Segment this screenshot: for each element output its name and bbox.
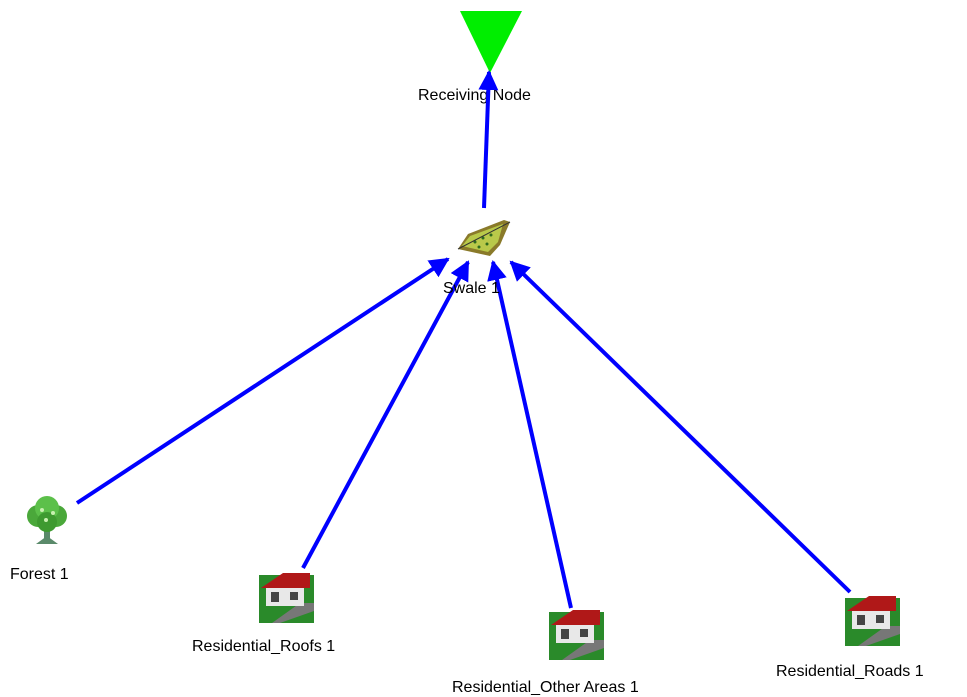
tree-icon	[27, 496, 67, 544]
other-node[interactable]: Residential_Other Areas 1	[452, 610, 639, 696]
house-icon	[549, 610, 604, 660]
link-roofs-to-swale[interactable]	[301, 260, 470, 569]
receiving-node[interactable]: Receiving Node	[418, 11, 531, 104]
links	[75, 70, 852, 609]
house-icon	[259, 573, 314, 623]
roofs-node[interactable]: Residential_Roofs 1	[192, 573, 335, 655]
swale-node[interactable]: Swale 1	[443, 220, 511, 297]
green-triangle-icon	[460, 11, 522, 73]
roads-label: Residential_Roads 1	[776, 663, 924, 680]
receiving-node-label: Receiving Node	[418, 87, 531, 104]
house-icon	[845, 596, 900, 646]
roofs-label: Residential_Roofs 1	[192, 638, 335, 655]
forest-label: Forest 1	[10, 566, 69, 583]
other-label: Residential_Other Areas 1	[452, 679, 639, 696]
link-forest-to-swale[interactable]	[75, 257, 450, 505]
roads-node[interactable]: Residential_Roads 1	[776, 596, 924, 680]
link-roads-to-swale[interactable]	[509, 260, 852, 594]
swale-label: Swale 1	[443, 280, 500, 297]
swale-icon	[457, 220, 511, 256]
link-other-to-swale[interactable]	[487, 260, 573, 609]
forest-node[interactable]: Forest 1	[10, 496, 69, 583]
link-swale-to-receiving[interactable]	[478, 70, 499, 209]
